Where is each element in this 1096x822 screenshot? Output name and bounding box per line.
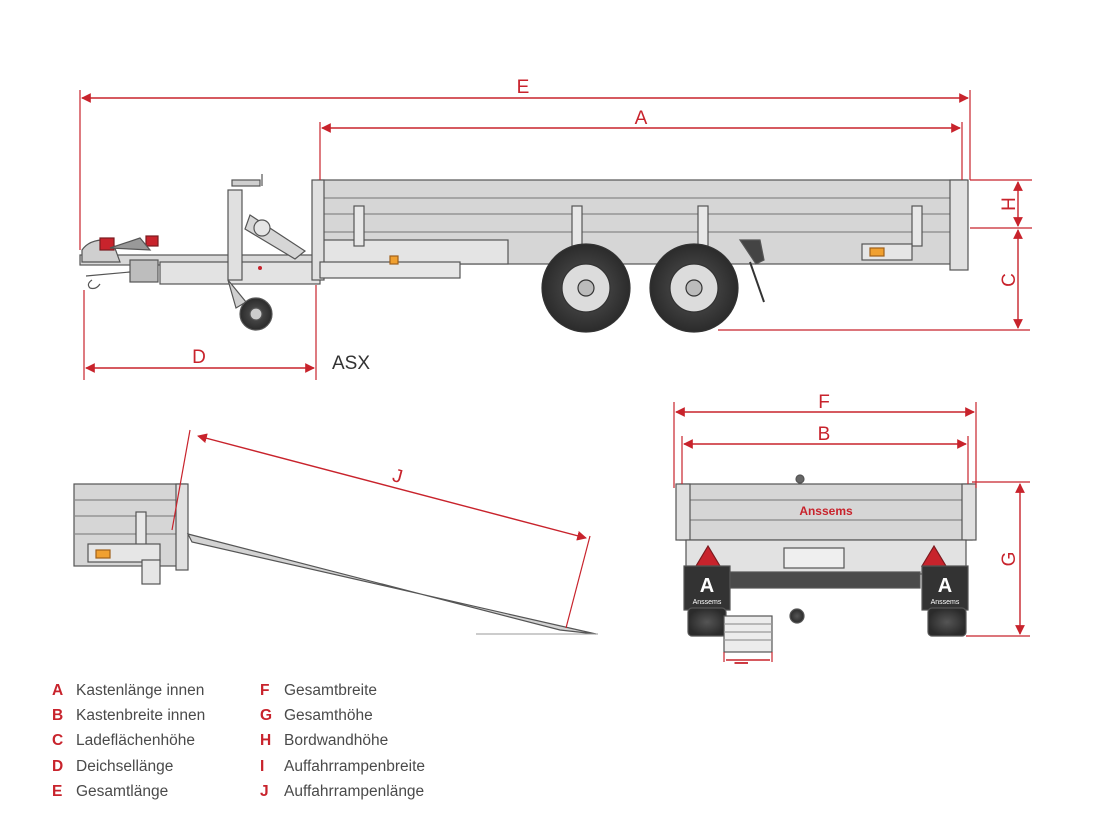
axle-wheels [541, 243, 739, 333]
dimension-B: B [681, 424, 969, 484]
dimension-D: D [83, 285, 317, 380]
mudflap-brand-left: Anssems [693, 599, 722, 606]
side-view: E A H C D ASX [79, 77, 1032, 380]
mudflap-brand-right: Anssems [931, 599, 960, 606]
mudflap-letter-left: A [700, 575, 714, 597]
label-A: A [635, 108, 648, 129]
drawbar [79, 235, 321, 290]
model-label: ASX [332, 353, 370, 374]
jockey-wheel [227, 174, 307, 331]
ramp-view: J [73, 429, 598, 635]
label-C: C [999, 273, 1020, 287]
label-F: F [818, 392, 830, 413]
label-D: D [192, 347, 206, 368]
label-H: H [999, 197, 1020, 211]
label-E: E [517, 77, 530, 98]
brand-logo: Anssems [799, 504, 853, 518]
dimension-F: F [673, 392, 977, 488]
label-J: J [390, 465, 405, 488]
cargo-box-side [311, 179, 969, 303]
label-G: G [999, 552, 1020, 567]
label-B: B [818, 424, 831, 445]
mudflap-letter-right: A [938, 575, 952, 597]
dimension-I: I [723, 652, 773, 666]
dimension-G: G [966, 481, 1030, 637]
dimension-C: C [999, 229, 1023, 329]
label-I: I [732, 660, 753, 665]
dimension-H: H [970, 179, 1032, 229]
dimension-A: A [319, 108, 963, 180]
rear-view: Anssems A A Anssems Anssems F B G I [673, 392, 1030, 666]
dimension-E: E [79, 77, 971, 250]
dimension-J: J [171, 429, 591, 629]
